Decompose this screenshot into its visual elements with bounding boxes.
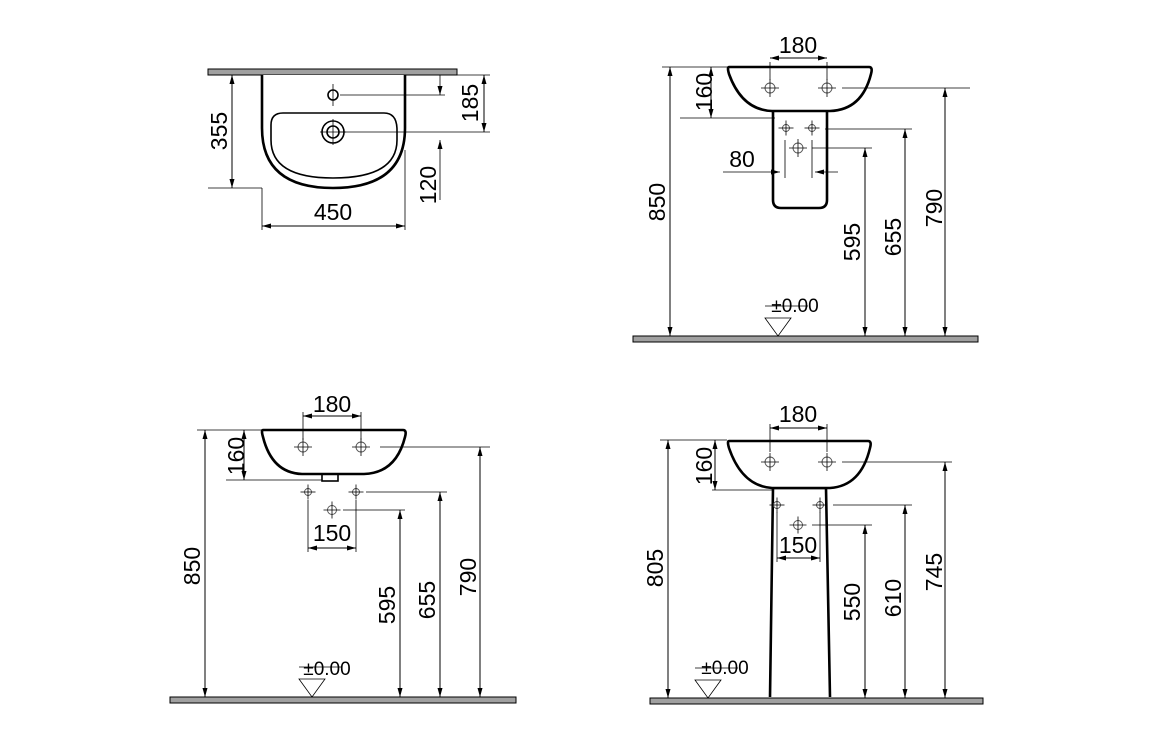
arrowhead bbox=[902, 689, 908, 698]
arrowhead bbox=[241, 430, 247, 439]
floor-level-label: ±0.00 bbox=[303, 659, 350, 680]
arrowhead bbox=[667, 67, 673, 76]
arrowhead bbox=[942, 462, 948, 471]
dim-tap-spacing-label: 180 bbox=[779, 32, 817, 58]
arrowhead bbox=[229, 75, 235, 84]
arrowhead bbox=[303, 413, 312, 419]
floor-bar bbox=[632, 335, 979, 343]
floor-level-label: ±0.00 bbox=[771, 296, 818, 317]
dim-supply-spacing-label: 150 bbox=[779, 532, 817, 558]
arrowhead bbox=[811, 555, 820, 561]
arrowhead bbox=[770, 425, 779, 431]
arrowhead bbox=[770, 55, 779, 61]
full-pedestal-view: 180 160 805 150 745 610 550 ±0.00 bbox=[642, 401, 984, 705]
arrowhead bbox=[818, 425, 827, 431]
arrowhead bbox=[777, 555, 786, 561]
arrowhead bbox=[665, 440, 671, 449]
basin-outline bbox=[260, 428, 407, 476]
dim-basin-height-label: 160 bbox=[691, 73, 717, 111]
arrowhead bbox=[712, 440, 718, 449]
arrowhead bbox=[708, 67, 714, 76]
dim-supply-height-label: 610 bbox=[880, 579, 906, 617]
dim-basin-height-label: 160 bbox=[223, 437, 249, 475]
dim-rim-height-label: 805 bbox=[642, 549, 668, 587]
basin-outline bbox=[260, 75, 407, 190]
arrowhead bbox=[396, 223, 405, 229]
arrowhead bbox=[481, 123, 487, 132]
wall-bar bbox=[207, 68, 458, 76]
dim-tap-height-label: 790 bbox=[455, 558, 481, 596]
dim-width-label: 450 bbox=[314, 199, 352, 225]
arrowhead bbox=[397, 688, 403, 697]
arrowhead bbox=[818, 55, 827, 61]
level-triangle bbox=[298, 678, 326, 698]
arrowhead bbox=[862, 525, 868, 534]
dim-supply-spacing-label: 150 bbox=[313, 520, 351, 546]
arrowhead bbox=[862, 148, 868, 157]
floor-level-label: ±0.00 bbox=[701, 658, 748, 679]
basin-outline bbox=[726, 65, 873, 113]
top-view: 355 185 120 450 bbox=[206, 68, 483, 225]
arrowhead bbox=[902, 505, 908, 514]
arrowhead bbox=[347, 545, 356, 551]
arrowhead bbox=[241, 471, 247, 480]
arrowhead bbox=[712, 481, 718, 490]
dim-waste-height-label: 550 bbox=[839, 583, 865, 621]
dim-tap-height-label: 790 bbox=[921, 189, 947, 227]
arrowhead bbox=[942, 88, 948, 97]
dim-depth-label: 355 bbox=[206, 112, 232, 150]
arrowhead bbox=[437, 140, 443, 149]
level-triangle bbox=[764, 317, 792, 337]
floor-bar bbox=[649, 697, 984, 705]
floor-bar bbox=[169, 696, 517, 704]
arrowhead bbox=[397, 510, 403, 519]
dim-tap-spacing-label: 180 bbox=[313, 391, 351, 417]
arrowhead bbox=[308, 545, 317, 551]
pedestal-outline bbox=[768, 486, 832, 698]
arrowhead bbox=[477, 688, 483, 697]
pedestal-outline bbox=[771, 108, 829, 210]
arrowhead bbox=[862, 689, 868, 698]
dim-pedestal-width-label: 80 bbox=[729, 146, 755, 172]
dim-rim-height-label: 850 bbox=[644, 183, 670, 221]
dim-supply-height-label: 655 bbox=[414, 581, 440, 619]
arrowhead bbox=[667, 327, 673, 336]
dim-waste-height-label: 595 bbox=[374, 586, 400, 624]
arrowhead bbox=[942, 689, 948, 698]
arrowhead bbox=[708, 109, 714, 118]
dim-tap-spacing-label: 180 bbox=[779, 401, 817, 427]
dim-tap-hole-label: 185 bbox=[457, 84, 483, 122]
basin-outline bbox=[726, 439, 872, 490]
arrowhead bbox=[202, 430, 208, 439]
dim-rim-height-label: 850 bbox=[179, 547, 205, 585]
wall-hung-view: 180 160 850 150 790 655 595 ±0.00 bbox=[169, 391, 517, 704]
arrowhead bbox=[862, 327, 868, 336]
dim-supply-height-label: 655 bbox=[880, 218, 906, 256]
arrowhead bbox=[815, 169, 824, 175]
level-triangle bbox=[694, 679, 722, 699]
arrowhead bbox=[771, 169, 780, 175]
arrowhead bbox=[437, 86, 443, 95]
arrowhead bbox=[902, 327, 908, 336]
semi-pedestal-view: 180 160 850 790 655 595 80 ±0.00 bbox=[632, 32, 979, 343]
dim-waste-height-label: 595 bbox=[839, 223, 865, 261]
arrowhead bbox=[437, 688, 443, 697]
dim-basin-height-label: 160 bbox=[691, 447, 717, 485]
dim-waste-label: 120 bbox=[415, 166, 441, 204]
arrowhead bbox=[665, 689, 671, 698]
arrowhead bbox=[352, 413, 361, 419]
arrowhead bbox=[942, 327, 948, 336]
arrowhead bbox=[229, 179, 235, 188]
arrowhead bbox=[481, 75, 487, 84]
bowl-outline bbox=[270, 112, 398, 179]
arrowhead bbox=[477, 447, 483, 456]
arrowhead bbox=[262, 223, 271, 229]
arrowhead bbox=[902, 129, 908, 138]
dim-tap-height-label: 745 bbox=[921, 553, 947, 591]
arrowhead bbox=[437, 492, 443, 501]
arrowhead bbox=[202, 688, 208, 697]
dimension-lines bbox=[197, 55, 970, 699]
